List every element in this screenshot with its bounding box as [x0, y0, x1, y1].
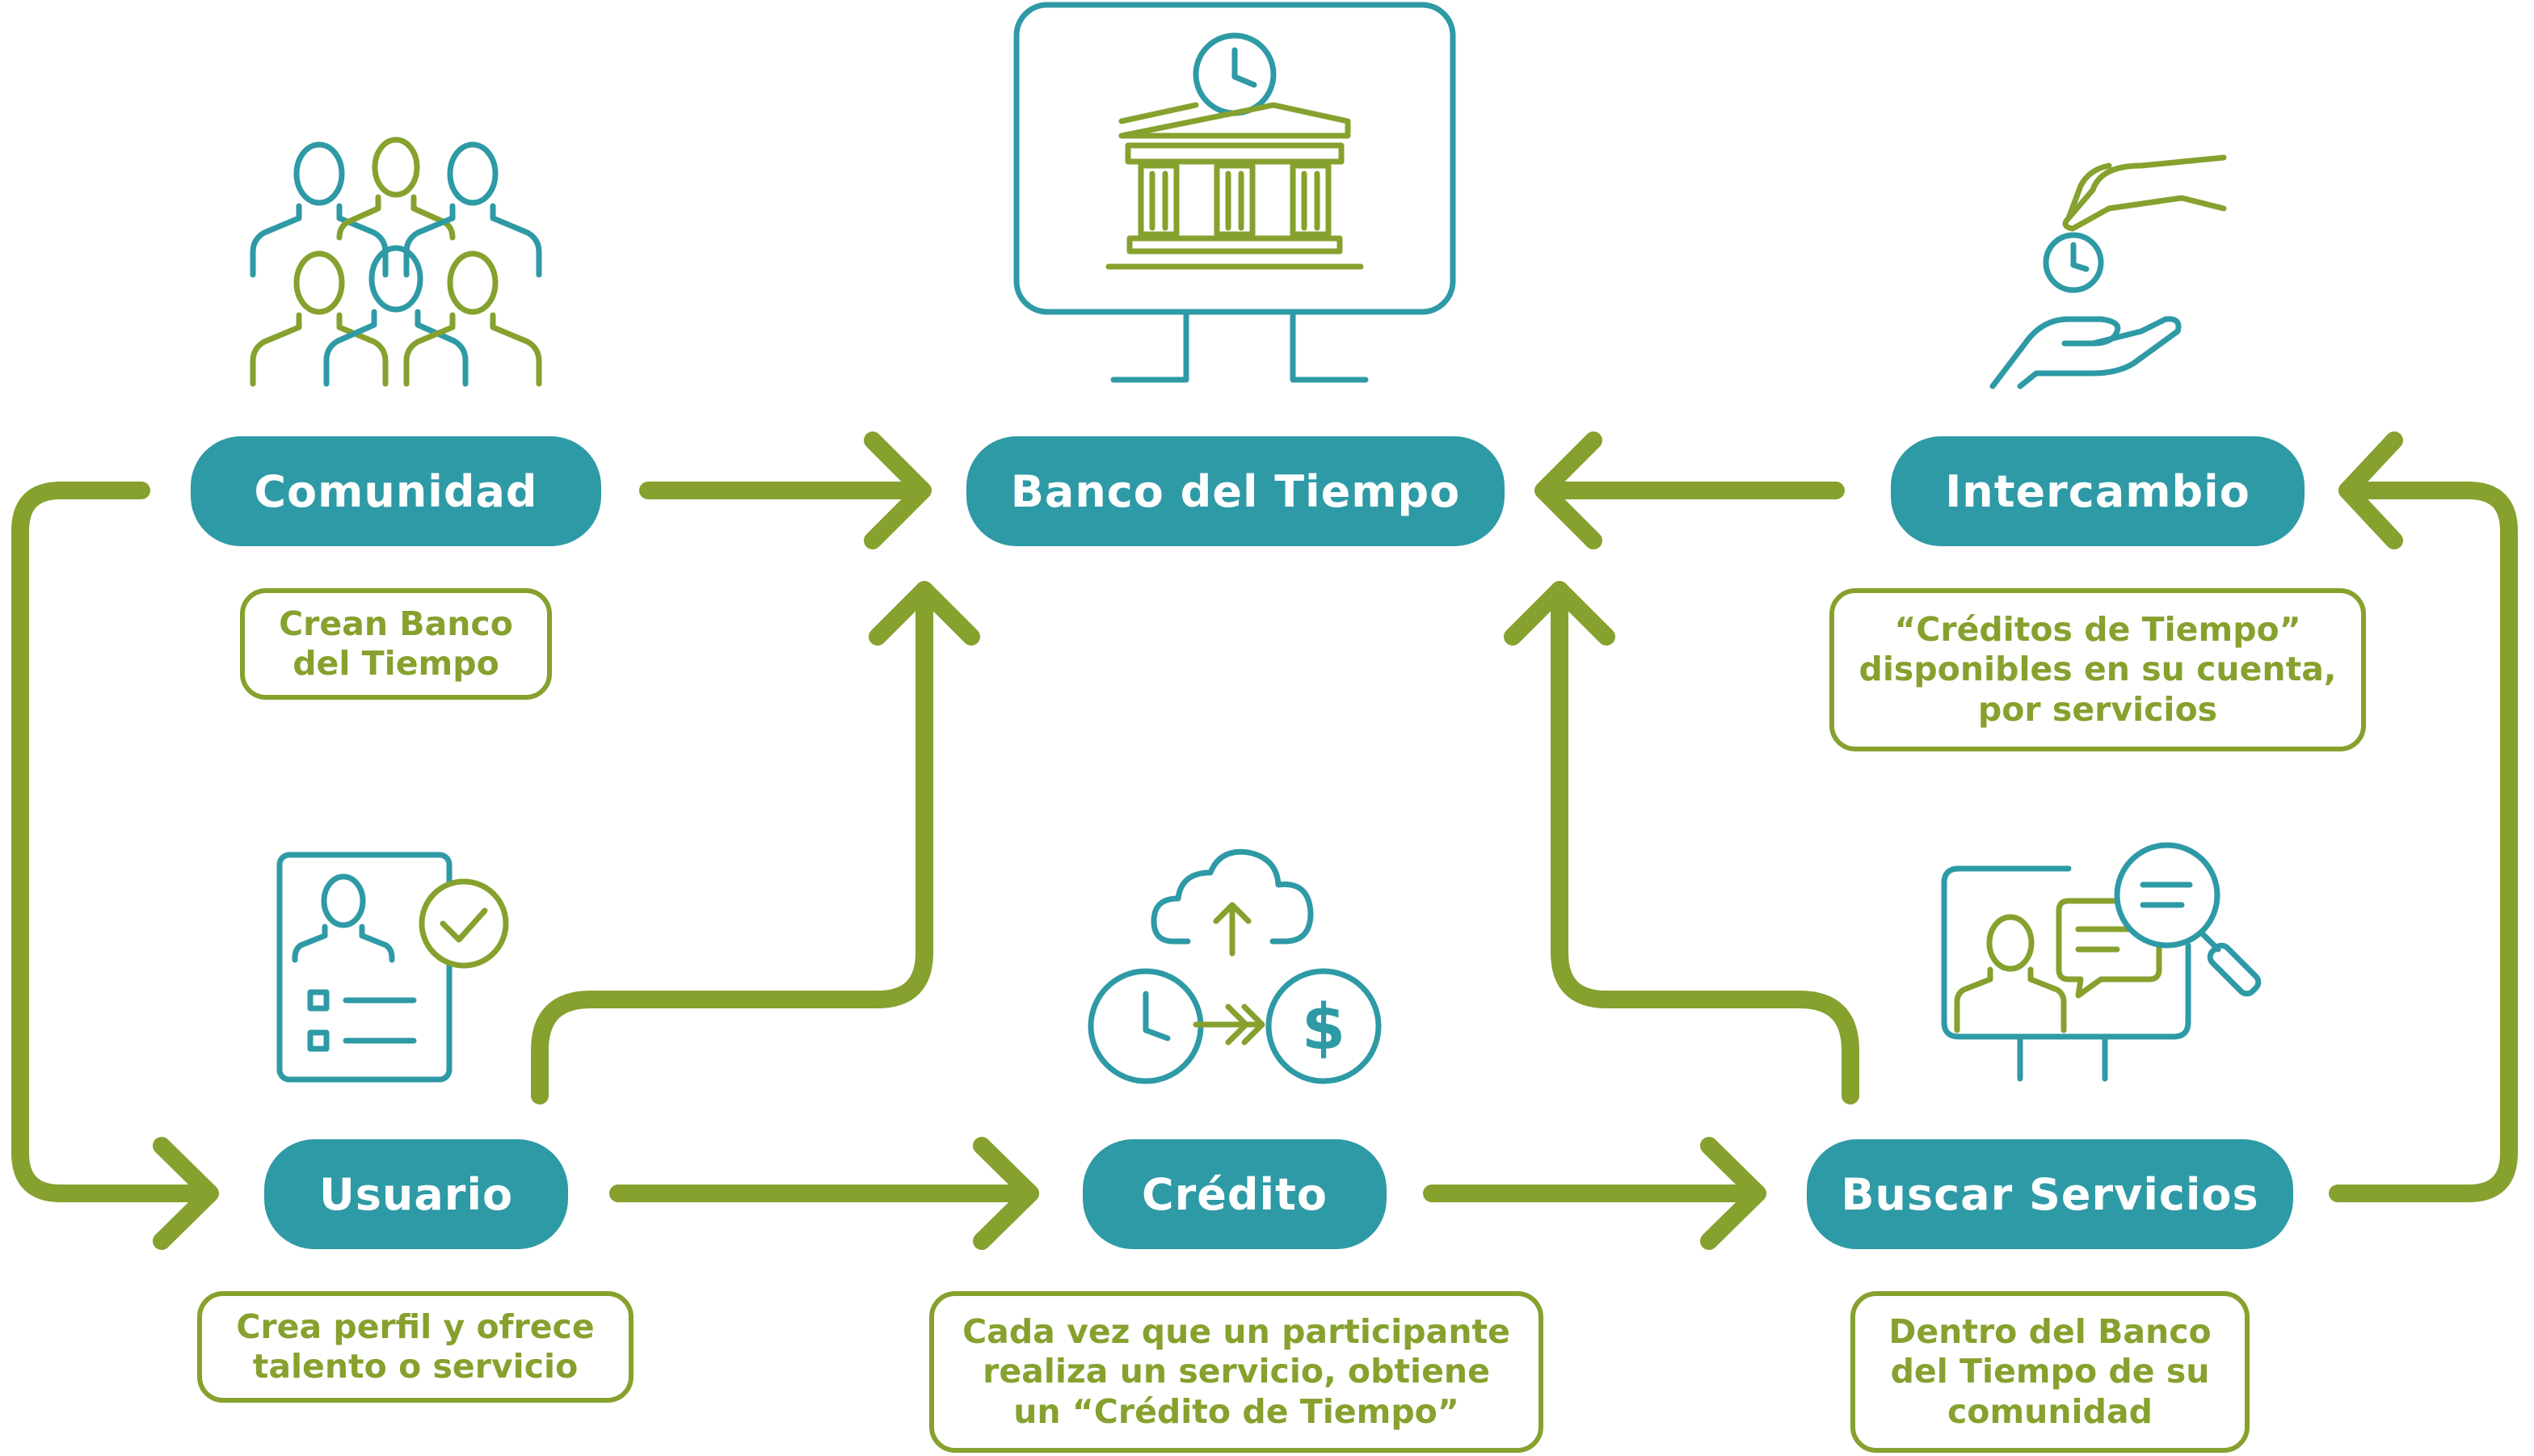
svg-text:$: $ [1302, 991, 1345, 1064]
people-group-icon [250, 137, 542, 387]
arrow-comunidad-to-banco [639, 431, 932, 549]
note-credito: Cada vez que un participante realiza un … [929, 1291, 1543, 1453]
node-usuario: Usuario [264, 1139, 568, 1249]
node-credito: Crédito [1083, 1139, 1387, 1249]
profile-check-icon [276, 852, 509, 1083]
arrow-credito-to-buscar [1423, 1137, 1766, 1250]
note-buscar-servicios: Dentro del Banco del Tiempo de su comuni… [1850, 1291, 2250, 1453]
arrow-usuario-to-credito [609, 1137, 1039, 1250]
search-services-icon [1941, 842, 2262, 1082]
note-comunidad: Crean Banco del Tiempo [240, 588, 552, 700]
arrow-intercambio-to-banco [1534, 431, 1845, 549]
bank-monitor-icon [1013, 2, 1456, 383]
hand-coin-icon [1989, 154, 2227, 389]
arrow-comunidad-to-usuario [11, 482, 219, 1250]
node-intercambio: Intercambio [1891, 436, 2305, 546]
arrow-buscar-to-banco [1504, 581, 1859, 1105]
note-intercambio: “Créditos de Tiempo” disponibles en su c… [1829, 588, 2366, 751]
arrow-buscar-to-intercambio [2329, 431, 2518, 1202]
time-money-exchange-icon: $ [1088, 848, 1382, 1084]
node-comunidad: Comunidad [191, 436, 601, 546]
node-banco-del-tiempo: Banco del Tiempo [966, 436, 1505, 546]
arrow-usuario-to-banco [531, 581, 980, 1105]
node-buscar-servicios: Buscar Servicios [1807, 1139, 2293, 1249]
note-usuario: Crea perfil y ofrece talento o servicio [197, 1291, 634, 1403]
